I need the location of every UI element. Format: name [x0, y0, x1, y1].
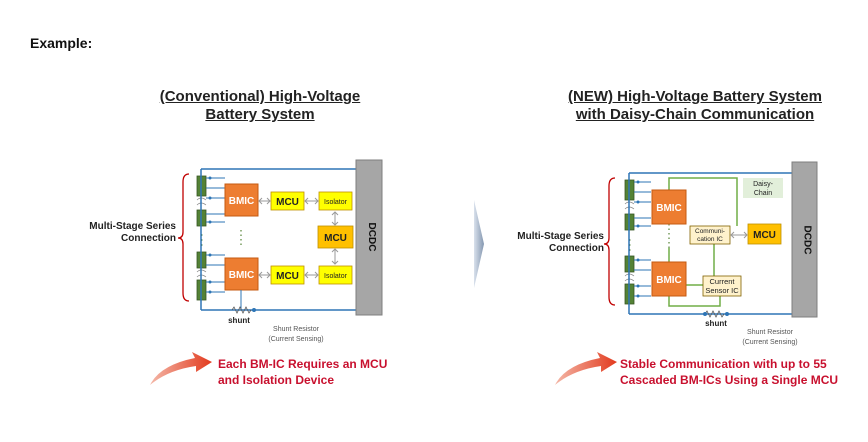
- right-series-label-line2: Connection: [549, 243, 604, 254]
- right-title-line1: (NEW) High-Voltage Battery System: [568, 88, 822, 105]
- right-daisy-chain-label-box: [743, 178, 783, 198]
- left-caption: Each BM-IC Requires an MCU and Isolation…: [218, 356, 387, 388]
- left-mcu-center: [317, 225, 354, 249]
- right-title: (NEW) High-Voltage Battery System with D…: [545, 88, 845, 124]
- left-isolator-top-label: Isolator: [324, 199, 348, 206]
- left-shunt-resistor-label-line1: Shunt Resistor: [273, 326, 320, 333]
- left-mcu-center-label: MCU: [324, 233, 347, 244]
- right-series-label-line1: Multi-Stage Series: [517, 231, 604, 242]
- right-mcu-label: MCU: [753, 230, 776, 241]
- left-isolator-bottom: [318, 265, 353, 285]
- left-isolator-bottom-label: Isolator: [324, 273, 348, 280]
- right-dcdc: [791, 161, 818, 318]
- right-shunt-resistor-symbol: [704, 310, 725, 318]
- right-dcdc-label: DCDC: [802, 226, 813, 255]
- center-transition-arrow: [474, 200, 484, 288]
- right-shunt-label: shunt: [705, 319, 727, 328]
- left-caption-line2: and Isolation Device: [218, 373, 335, 387]
- left-title-line2: Battery System: [205, 106, 315, 123]
- left-isolator-top: [318, 191, 353, 211]
- right-daisy-label-line2: Chain: [754, 190, 772, 197]
- left-bmic-top-label: BMIC: [229, 196, 255, 207]
- left-bmic-top: [224, 183, 259, 217]
- left-bmic-bottom-label: BMIC: [229, 270, 255, 281]
- right-caption: Stable Communication with up to 55 Casca…: [620, 356, 838, 388]
- left-shunt-resistor-label-line2: (Current Sensing): [268, 336, 323, 343]
- right-daisy-chain-top: [668, 177, 738, 226]
- left-series-label-line2: Connection: [121, 233, 176, 244]
- right-bmic-bottom: [651, 261, 687, 297]
- right-bmic-top-label: BMIC: [656, 203, 682, 214]
- right-red-arrow: [555, 352, 617, 385]
- left-bmic-bottom: [224, 257, 259, 291]
- right-caption-line1: Stable Communication with up to 55: [620, 357, 827, 371]
- right-comm-ic-line1: Communi-: [695, 228, 725, 235]
- right-daisy-label-line1: Daisy-: [753, 181, 774, 188]
- left-diagram: BMIC BMIC MCU MCU Isolator Isolator MCU …: [150, 159, 383, 385]
- right-current-sensor-line2: Sensor IC: [705, 286, 739, 295]
- right-title-line2: with Daisy-Chain Communication: [575, 106, 815, 123]
- right-communication-ic: [689, 225, 731, 245]
- right-bmic-bottom-label: BMIC: [656, 275, 682, 286]
- left-series-label-line1: Multi-Stage Series: [89, 221, 176, 232]
- left-dcdc-label: DCDC: [366, 223, 377, 252]
- left-mcu-top: [270, 191, 305, 211]
- right-brace: [603, 177, 616, 306]
- right-series-label: Multi-Stage Series Connection: [498, 231, 604, 255]
- right-comm-ic-line2: cation IC: [697, 236, 723, 243]
- example-heading: Example:: [30, 35, 93, 51]
- left-mcu-bottom: [270, 265, 305, 285]
- left-title: (Conventional) High-Voltage Battery Syst…: [140, 88, 380, 124]
- left-shunt-label: shunt: [228, 316, 250, 325]
- left-red-arrow: [150, 352, 212, 385]
- left-series-label: Multi-Stage Series Connection: [70, 221, 176, 245]
- right-mcu: [747, 223, 782, 245]
- left-dcdc: [355, 159, 383, 316]
- right-current-sensor-line1: Current: [709, 277, 735, 286]
- left-caption-line1: Each BM-IC Requires an MCU: [218, 357, 388, 371]
- left-mcu-bottom-label: MCU: [276, 271, 299, 282]
- left-brace: [177, 173, 190, 302]
- right-caption-line2: Cascaded BM-ICs Using a Single MCU: [620, 373, 839, 387]
- right-current-sensor-ic: [702, 275, 742, 297]
- right-bmic-top: [651, 189, 687, 225]
- right-shunt-resistor-label-line1: Shunt Resistor: [747, 329, 794, 336]
- left-mcu-top-label: MCU: [276, 197, 299, 208]
- left-title-line1: (Conventional) High-Voltage: [159, 88, 361, 105]
- left-shunt-resistor-symbol: [231, 306, 252, 314]
- right-shunt-resistor-label-line2: (Current Sensing): [742, 339, 797, 346]
- right-diagram: BMIC BMIC Daisy- Chain Communi- cation I…: [555, 161, 818, 385]
